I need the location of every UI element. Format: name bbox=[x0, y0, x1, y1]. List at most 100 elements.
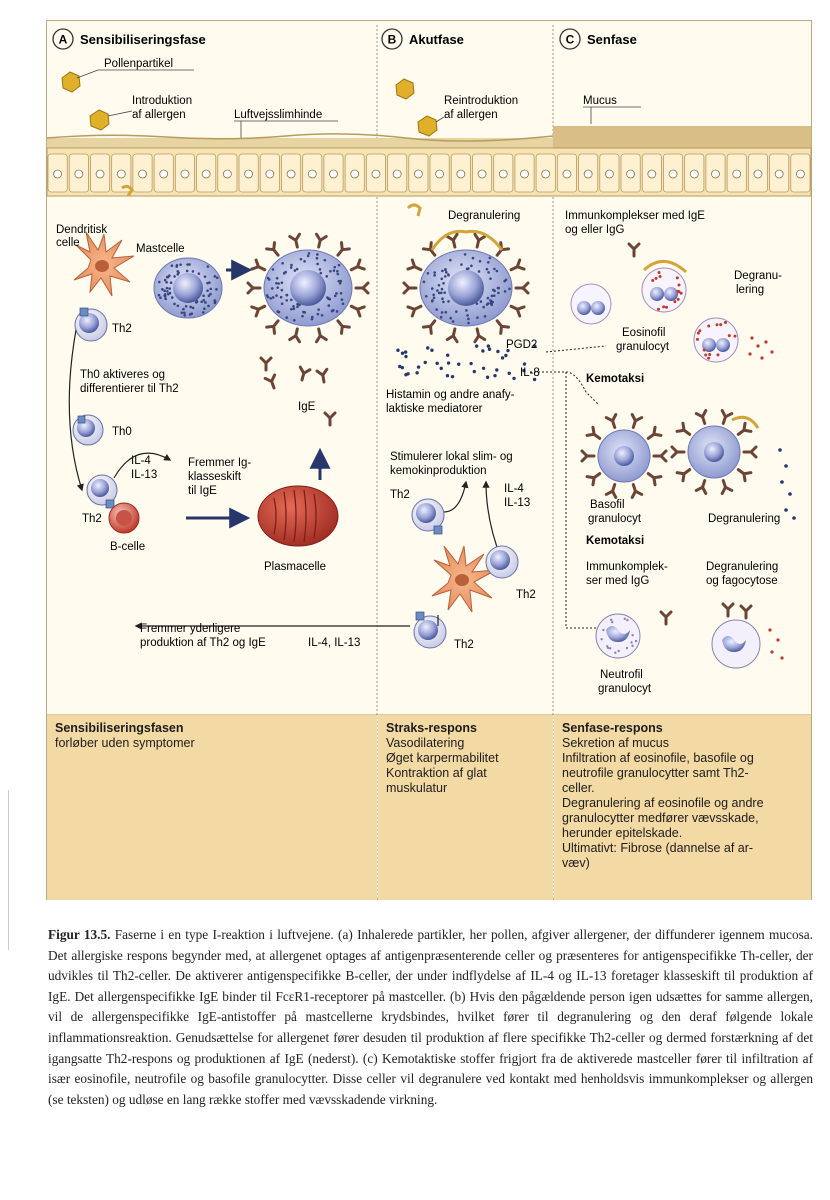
neutrofil-label-1: Neutrofil bbox=[600, 669, 643, 681]
panel-a-line: forløber uden symptomer bbox=[55, 736, 195, 750]
th0-label: Th0 bbox=[112, 426, 132, 438]
panel-c: Senfase-respons Sekretion af mucus Infil… bbox=[554, 715, 811, 900]
panel-b-title: Straks-respons bbox=[386, 721, 478, 735]
basofil-label-1: Basofil bbox=[590, 499, 625, 511]
panel-b-line: muskulatur bbox=[386, 781, 448, 795]
basophil bbox=[580, 413, 668, 499]
mucosa-label: Luftvejsslimhinde bbox=[234, 109, 322, 121]
th2-label-b2: Th2 bbox=[516, 589, 536, 601]
panel-c-line: Degranulering af eosinofile og andre bbox=[562, 796, 764, 810]
neutrophil bbox=[711, 602, 761, 669]
th2-label-b3: Th2 bbox=[454, 639, 474, 651]
histamin-label-2: laktiske mediatorer bbox=[386, 403, 483, 415]
immunk-igg-label-2: ser med IgG bbox=[586, 575, 649, 587]
kemotaksi-label-2: Kemotaksi bbox=[586, 535, 644, 547]
intro-label-1: Introduktion bbox=[132, 95, 192, 107]
ige-label: IgE bbox=[298, 401, 316, 413]
il4-il13-bottom-label: IL-4, IL-13 bbox=[308, 637, 360, 649]
phase-c-title: Senfase bbox=[587, 32, 637, 47]
th2-label-a2: Th2 bbox=[82, 513, 102, 525]
caption-label: Figur 13.5. bbox=[48, 927, 111, 942]
phase-c-heading: C Senfase bbox=[559, 28, 637, 50]
phase-a-title: Sensibiliseringsfase bbox=[80, 32, 206, 47]
stimulerer-label-2: kemokinproduktion bbox=[390, 465, 487, 477]
panel-b-line: Vasodilatering bbox=[386, 736, 465, 750]
phase-a-heading: A Sensibiliseringsfase bbox=[52, 28, 206, 50]
dendritic-cell bbox=[73, 231, 135, 297]
intro-label-2: af allergen bbox=[132, 109, 186, 121]
panel-c-line: neutrofile granulocytter samt Th2- bbox=[562, 766, 749, 780]
stimulerer-label-1: Stimulerer lokal slim- og bbox=[390, 451, 513, 463]
degran-fago-label-2: og fagocytose bbox=[706, 575, 778, 587]
degranulering-label-c: Degranulering bbox=[708, 513, 780, 525]
plasma-cell bbox=[257, 485, 339, 547]
th2-cell bbox=[86, 474, 118, 506]
mastcell bbox=[153, 257, 223, 319]
panel-c-line: væv) bbox=[562, 856, 590, 870]
figure-caption: Figur 13.5. Faserne i en type I-reaktion… bbox=[48, 925, 813, 1110]
th2-cell bbox=[74, 307, 108, 342]
neutrofil-label-2: granulocyt bbox=[598, 683, 652, 695]
immunk-igg-label-1: Immunkomplek- bbox=[586, 561, 668, 573]
margin-rule bbox=[8, 790, 9, 950]
stim-arrow-1 bbox=[443, 480, 469, 513]
fremmer-y-label-1: Fremmer yderligere bbox=[140, 623, 240, 635]
pollen-particle-icon bbox=[61, 69, 194, 93]
phase-c-letter: C bbox=[566, 33, 575, 47]
reintro-label-1: Reintroduktion bbox=[444, 95, 518, 107]
fremmer-label-1: Fremmer Ig- bbox=[188, 457, 251, 469]
il4-label-b: IL-4 bbox=[504, 483, 524, 495]
pgd2-label: PGD2 bbox=[506, 339, 537, 351]
phase-b-title: Akutfase bbox=[409, 32, 464, 47]
eosinofil-label-1: Eosinofil bbox=[622, 327, 665, 339]
panel-a-title: Sensibiliseringsfasen bbox=[55, 721, 184, 735]
degranulering-label-b: Degranulering bbox=[448, 210, 520, 222]
eosinophil bbox=[570, 283, 612, 325]
mediator-granules bbox=[396, 344, 537, 382]
th0-text-1: Th0 aktiveres og bbox=[80, 369, 165, 381]
type1-reaction-figure: A Sensibiliseringsfase B Akutfase C Senf… bbox=[46, 20, 812, 900]
reintro-label-2: af allergen bbox=[444, 109, 498, 121]
released-granules bbox=[748, 336, 774, 360]
bcelle-label: B-celle bbox=[110, 541, 145, 553]
caption-text: Faserne i en type I-reaktion i luftvejen… bbox=[48, 927, 813, 1107]
pollen-label: Pollenpartikel bbox=[104, 58, 173, 70]
il13-label-b: IL-13 bbox=[504, 497, 530, 509]
phase-b-letter: B bbox=[388, 33, 397, 47]
th2-label-a1: Th2 bbox=[112, 323, 132, 335]
phase-a-letter: A bbox=[59, 33, 68, 47]
panel-c-line: celler. bbox=[562, 781, 595, 795]
il8-label: IL-8 bbox=[520, 367, 540, 379]
th2-label-b1: Th2 bbox=[390, 489, 410, 501]
phase-b-heading: B Akutfase bbox=[381, 28, 464, 50]
eosinophil bbox=[641, 260, 688, 313]
dendritic-cell bbox=[431, 545, 497, 613]
pollen-particle-icon bbox=[89, 109, 133, 131]
th0-cell bbox=[72, 414, 104, 446]
kemotaksi-label-1: Kemotaksi bbox=[586, 373, 644, 385]
neutrophil bbox=[595, 613, 641, 659]
b-cell bbox=[105, 499, 140, 534]
degranu-label-1: Degranu- bbox=[734, 270, 782, 282]
dendritic-label-1: Dendritisk bbox=[56, 224, 107, 236]
fremmer-label-3: til IgE bbox=[188, 485, 217, 497]
degranu-label-2: lering bbox=[736, 284, 764, 296]
il13-label-a: IL-13 bbox=[131, 469, 157, 481]
il4-label-a: IL-4 bbox=[131, 455, 151, 467]
th0-path-arrow bbox=[68, 329, 84, 492]
basofil-label-2: granulocyt bbox=[588, 513, 642, 525]
immunk-label-1: Immunkomplekser med IgE bbox=[565, 210, 705, 222]
degran-fago-label-1: Degranulering bbox=[706, 561, 778, 573]
released-granules bbox=[778, 448, 796, 520]
pollen-particle-icon bbox=[395, 78, 415, 100]
panel-b-line: Kontraktion af glat bbox=[386, 766, 487, 780]
degranulating-mastcell bbox=[402, 229, 530, 344]
mastcell-label: Mastcelle bbox=[136, 243, 185, 255]
eosinophil bbox=[693, 317, 739, 363]
panel-c-title: Senfase-respons bbox=[562, 721, 663, 735]
immunk-label-2: og eller IgG bbox=[565, 224, 625, 236]
panel-c-line: Ultimativt: Fibrose (dannelse af ar- bbox=[562, 841, 754, 855]
fremmer-label-2: klasseskift bbox=[188, 471, 242, 483]
mucus-label: Mucus bbox=[583, 95, 617, 107]
panel-c-line: granulocytter medfører vævsskade, bbox=[562, 811, 759, 825]
